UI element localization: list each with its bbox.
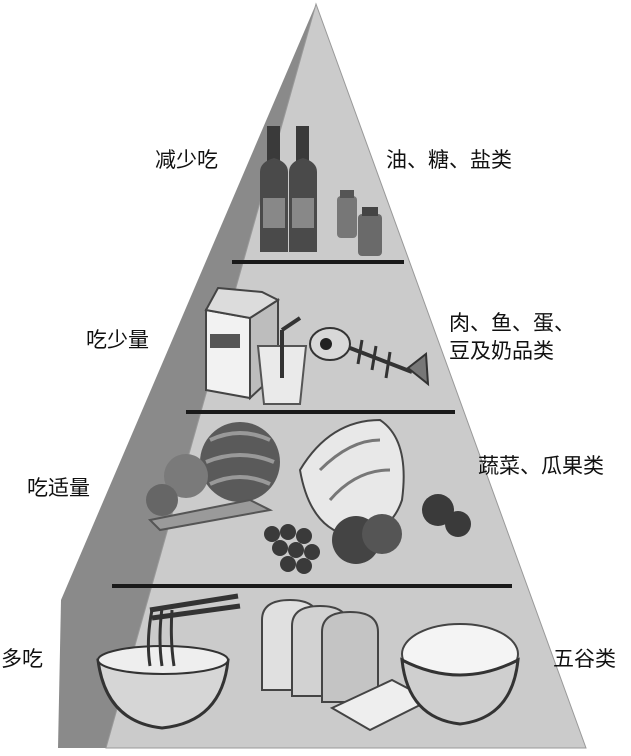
tier-2-foods: 肉、鱼、蛋、 豆及奶品类: [449, 309, 575, 366]
tier-2-advice: 吃少量: [86, 328, 149, 352]
tier-3-foods-line-1: 蔬菜、瓜果类: [478, 454, 604, 478]
chopsticks-icon: [149, 593, 241, 621]
tier-2-foods-line-1: 肉、鱼、蛋、: [449, 311, 575, 335]
pyramid-side-face: [58, 4, 316, 748]
apple-icon: [332, 514, 402, 564]
tier-4-advice: 多吃: [1, 647, 43, 671]
tier-4-foods-line-1: 五谷类: [553, 647, 616, 671]
salt-shaker-icon: [337, 190, 382, 256]
noodle-bowl-icon: [96, 607, 230, 730]
tomato-icon: [164, 454, 208, 498]
glass-icon: [256, 316, 308, 405]
fish-bone-icon: [309, 327, 430, 387]
tier-1-foods-line-1: 油、糖、盐类: [386, 148, 512, 172]
grapes-icon: [264, 524, 320, 574]
plums-icon: [422, 494, 471, 537]
tier-4-foods: 五谷类: [553, 645, 616, 673]
tier-2-foods-line-2: 豆及奶品类: [449, 339, 554, 364]
greens-icon: [146, 484, 274, 532]
cabbage-icon: [298, 418, 405, 538]
tier-3-foods: 蔬菜、瓜果类: [478, 452, 604, 480]
bread-icon: [261, 598, 433, 732]
rice-bowl-icon: [400, 623, 520, 726]
tier-1-foods: 油、糖、盐类: [386, 146, 512, 174]
watermelon-icon: [200, 422, 280, 502]
tier-1-advice: 减少吃: [155, 148, 218, 172]
bottles-icon: [260, 126, 317, 252]
tier-3-advice: 吃适量: [27, 476, 90, 500]
